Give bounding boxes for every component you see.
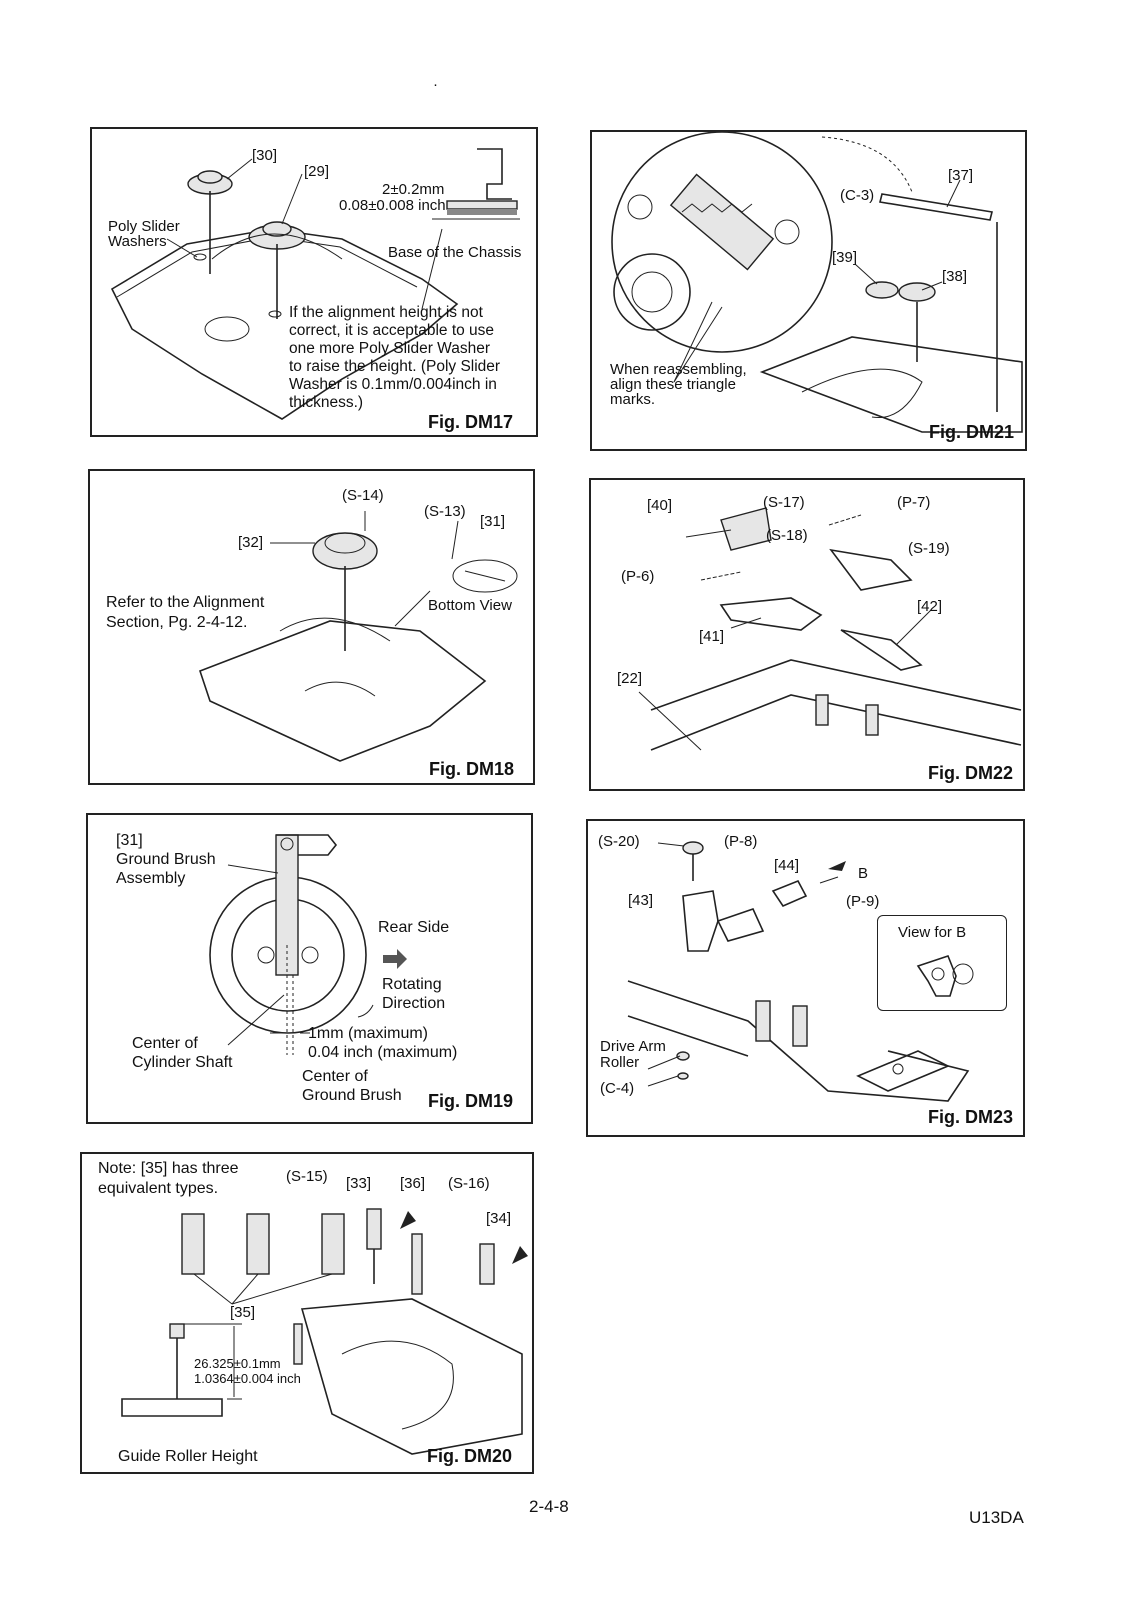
figure-dm19-panel: [31] Ground Brush Assembly Rear Side Rot… [86, 813, 533, 1124]
dm23-drawing [627, 841, 970, 1102]
view-for-b-label: View for B [898, 924, 967, 941]
label-p9: (P-9) [846, 893, 880, 910]
figure-caption: Fig. DM18 [429, 759, 515, 779]
dm19-drawing [209, 834, 407, 1055]
label-b: B [858, 865, 869, 882]
height-mm: 26.325±0.1mm [194, 1356, 281, 1371]
label-33: [33] [346, 1175, 372, 1192]
label-35: [35] [230, 1304, 256, 1321]
figure-dm23-panel: (S-20) (P-8) [44] B [43] (P-9) View for … [586, 819, 1025, 1137]
figure-dm20-panel: Note: [35] has three equivalent types. (… [80, 1152, 534, 1474]
guide-roller-height: Guide Roller Height [118, 1448, 258, 1465]
label-42: [42] [917, 598, 943, 615]
drive-arm-roller: Drive Arm Roller [600, 1038, 666, 1071]
ground-brush-assembly: [31] Ground Brush Assembly [116, 832, 216, 887]
note-35: Note: [35] has three equivalent types. [98, 1160, 239, 1197]
figure-dm21-panel: [37] (C-3) [39] [38] When reassembling, … [590, 130, 1027, 451]
label-29: [29] [304, 163, 330, 180]
dm20-drawing [121, 1208, 528, 1455]
figure-dm22-panel: [40] (S-17) (P-7) (S-18) (S-19) (P-6) [4… [589, 478, 1025, 791]
label-41: [41] [699, 628, 725, 645]
dm18-drawing [198, 511, 518, 762]
figure-caption: Fig. DM17 [428, 412, 514, 432]
bottom-view: Bottom View [428, 597, 512, 614]
dm22-drawing [638, 507, 1022, 751]
alignment-note: If the alignment height is not correct, … [289, 304, 501, 411]
triangle-marks-note: When reassembling, align these triangle … [610, 361, 747, 408]
figure-caption: Fig. DM20 [427, 1446, 513, 1466]
label-38: [38] [942, 268, 968, 285]
view-for-b-inset: View for B [877, 915, 1007, 1011]
figure-caption: Fig. DM19 [428, 1091, 514, 1111]
label-31: [31] [480, 513, 506, 530]
label-37: [37] [948, 167, 974, 184]
label-p8: (P-8) [724, 833, 758, 850]
label-p7: (P-7) [897, 494, 931, 511]
base-of-chassis: Base of the Chassis [388, 244, 522, 261]
label-c4: (C-4) [600, 1080, 635, 1097]
poly-slider-washers: Poly Slider Washers [108, 218, 180, 250]
tolerance-mm: 1mm (maximum) [308, 1025, 428, 1042]
label-34: [34] [486, 1210, 512, 1227]
spec-mm: 2±0.2mm [382, 181, 445, 198]
figure-dm18-panel: (S-14) (S-13) [31] [32] Bottom View Refe… [88, 469, 535, 785]
label-s20: (S-20) [598, 833, 640, 850]
height-inch: 1.0364±0.004 inch [194, 1371, 301, 1386]
figure-dm17-panel: [30] [29] 2±0.2mm 0.08±0.008 inch Base o… [90, 127, 538, 437]
label-s15: (S-15) [286, 1168, 328, 1185]
label-c3: (C-3) [840, 187, 875, 204]
label-s18: (S-18) [766, 527, 808, 544]
stray-dot: · [433, 76, 438, 93]
rear-side: Rear Side [378, 919, 450, 936]
label-s17: (S-17) [763, 494, 805, 511]
label-s13: (S-13) [424, 503, 466, 520]
center-of-ground-brush: Center of Ground Brush [302, 1068, 402, 1104]
dm21-drawing [611, 132, 1023, 433]
label-32: [32] [238, 534, 264, 551]
label-39: [39] [832, 249, 858, 266]
label-s19: (S-19) [908, 540, 950, 557]
label-s14: (S-14) [342, 487, 384, 504]
label-s16: (S-16) [448, 1175, 490, 1192]
alignment-reference: Refer to the Alignment Section, Pg. 2-4-… [106, 594, 265, 631]
label-44: [44] [774, 857, 800, 874]
label-40: [40] [647, 497, 673, 514]
rotating-direction: Rotating Direction [382, 976, 446, 1012]
label-22: [22] [617, 670, 643, 687]
label-30: [30] [252, 147, 278, 164]
label-p6: (P-6) [621, 568, 655, 585]
center-of-cylinder-shaft: Center of Cylinder Shaft [132, 1035, 233, 1071]
page-number: 2-4-8 [529, 1497, 569, 1516]
spec-inch: 0.08±0.008 inch [339, 197, 446, 214]
figure-caption: Fig. DM21 [929, 422, 1015, 442]
figure-caption: Fig. DM22 [928, 763, 1014, 783]
dm17-drawing [110, 148, 520, 420]
label-43: [43] [628, 892, 654, 909]
tolerance-inch: 0.04 inch (maximum) [308, 1044, 458, 1061]
document-code: U13DA [969, 1508, 1024, 1527]
figure-caption: Fig. DM23 [928, 1107, 1014, 1127]
label-36: [36] [400, 1175, 426, 1192]
